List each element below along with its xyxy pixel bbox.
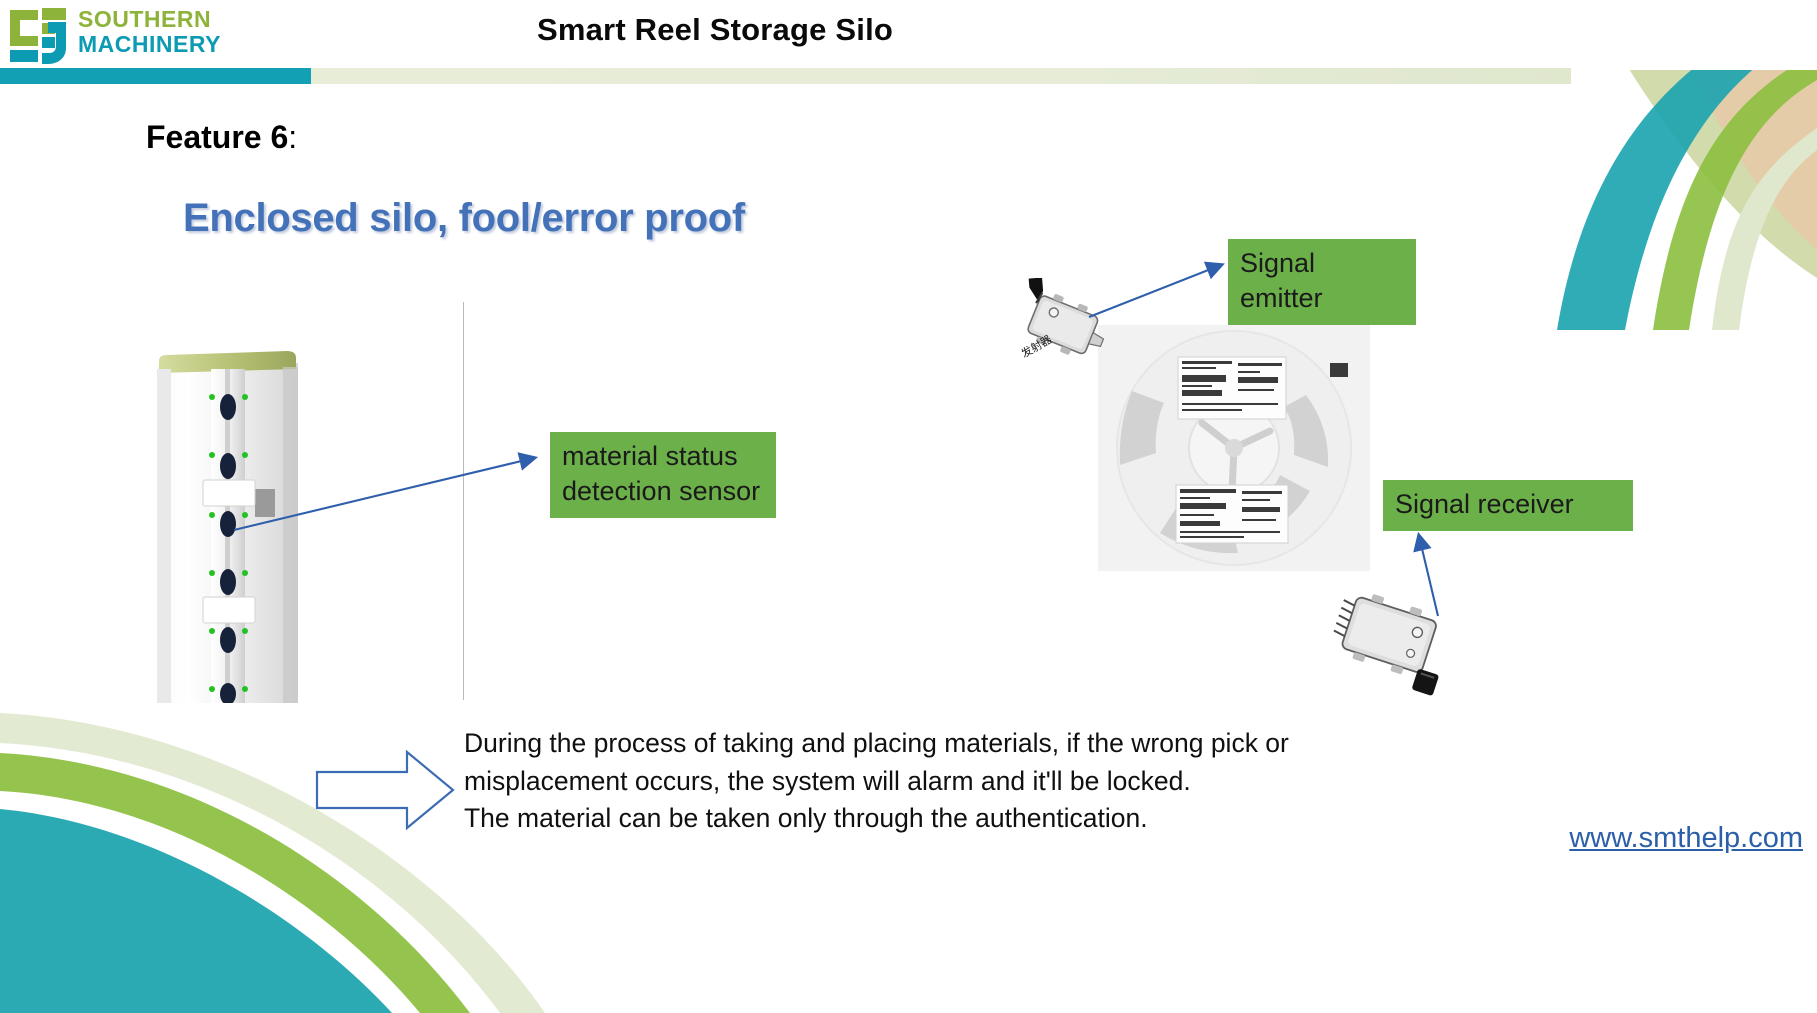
page-title: Smart Reel Storage Silo: [536, 12, 894, 47]
logo-line-southern: SOUTHERN: [78, 6, 212, 32]
component-reel-photo: [1098, 325, 1370, 571]
feature-colon: :: [288, 119, 298, 155]
header-accent-bar-light: [311, 68, 1571, 84]
signal-receiver-device-photo: [1333, 594, 1439, 696]
logo-wordmark: SOUTHERN MACHINERY: [78, 8, 221, 56]
block-arrow-icon: [315, 750, 455, 830]
southern-machinery-logo-icon: [10, 8, 66, 64]
label-signal-receiver: Signal receiver: [1383, 480, 1633, 532]
logo-line-machinery: MACHINERY: [78, 31, 221, 57]
signal-emitter-device-photo: 发射器: [1019, 278, 1105, 361]
description-paragraph: During the process of taking and placing…: [464, 728, 1289, 834]
feature-number-label: Feature 6: [146, 119, 289, 155]
label-material-status-detection-sensor: material status detection sensor: [550, 432, 776, 519]
feature-subtitle: Enclosed silo, fool/error proof: [183, 196, 745, 240]
header-accent-bar-teal: [0, 68, 311, 84]
feature-heading: Feature 6:: [146, 119, 297, 156]
slide-header: SOUTHERN MACHINERY Smart Reel Storage Si…: [0, 0, 1817, 70]
vertical-divider: [463, 302, 464, 700]
website-link[interactable]: www.smthelp.com: [1569, 822, 1803, 854]
silo-column-photo: [157, 351, 298, 703]
label-signal-emitter: Signal emitter: [1228, 239, 1416, 326]
